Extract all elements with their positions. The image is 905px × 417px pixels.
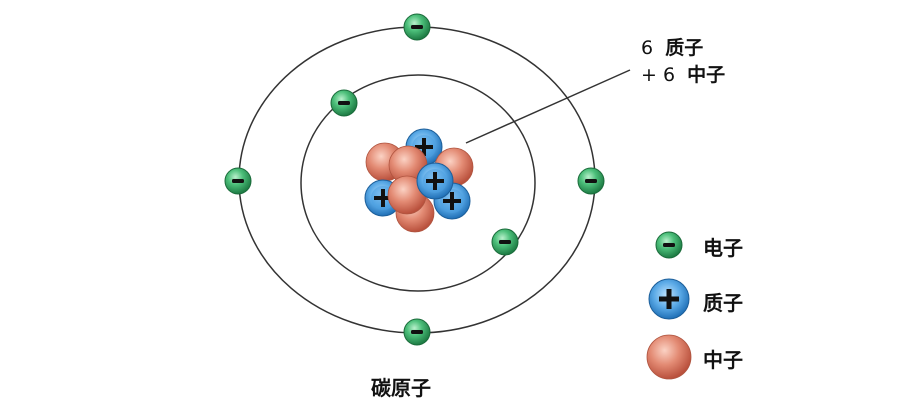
callout-leader-line (465, 69, 631, 144)
callout-proton-label: 质子 (665, 37, 704, 59)
diagram-title: 碳原子 (371, 376, 431, 400)
callout-proton-count: 6 (641, 37, 654, 59)
legend-proton-icon (648, 278, 690, 320)
legend-proton-label: 质子 (703, 291, 743, 315)
proton-icon (416, 162, 454, 200)
electron-icon (403, 13, 431, 41)
legend-electron-icon (655, 231, 683, 259)
callout-neutron-label: 中子 (687, 64, 726, 86)
callout-neutrons: + 6 中子 (641, 63, 725, 88)
electron-icon (403, 318, 431, 346)
electron-icon (577, 167, 605, 195)
legend-neutron-label: 中子 (703, 348, 743, 372)
electron-icon (491, 228, 519, 256)
legend-electron-label: 电子 (703, 236, 743, 260)
callout-protons: 6 质子 (641, 36, 703, 61)
legend-neutron-icon (646, 334, 692, 380)
nucleus (364, 128, 474, 233)
electron-icon (330, 89, 358, 117)
callout-neutron-count: + 6 (641, 64, 676, 86)
electron-icon (224, 167, 252, 195)
inner-orbit (300, 74, 536, 292)
